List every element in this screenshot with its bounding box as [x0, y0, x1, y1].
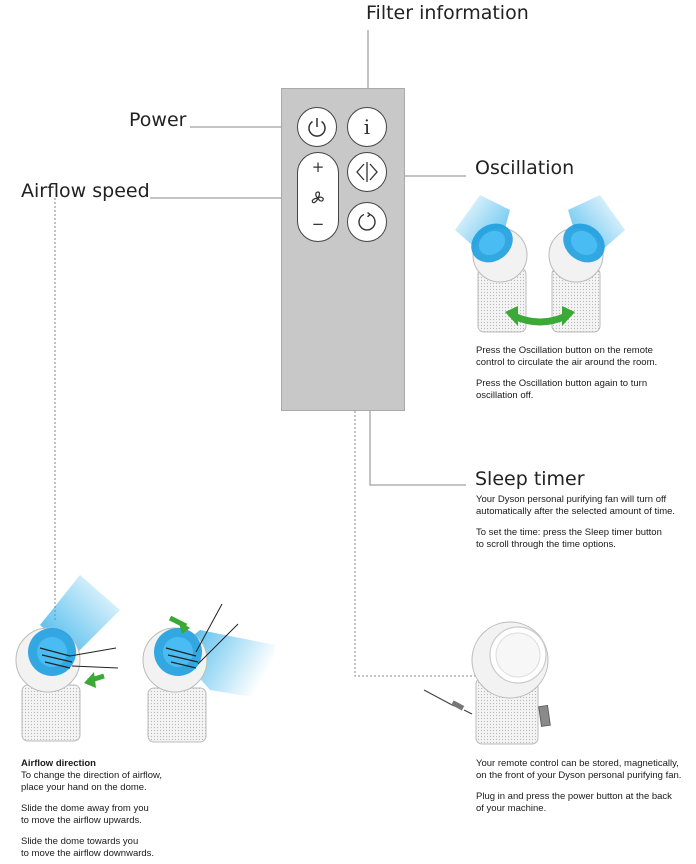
minus-icon: −	[311, 215, 325, 233]
label-airflow-speed: Airflow speed	[21, 180, 150, 202]
info-icon: i	[363, 115, 371, 139]
label-power: Power	[129, 109, 187, 131]
oscillation-description: Press the Oscillation button on the remo…	[476, 345, 658, 401]
remote-control: i + −	[281, 88, 405, 411]
label-oscillation: Oscillation	[475, 157, 575, 179]
filter-information-button[interactable]: i	[347, 107, 387, 147]
oscillation-icon	[356, 162, 378, 182]
oscillation-button[interactable]	[347, 152, 387, 192]
label-sleep-timer: Sleep timer	[475, 468, 585, 490]
sleep-timer-button[interactable]	[347, 202, 387, 242]
power-button[interactable]	[297, 107, 337, 147]
plus-icon: +	[311, 158, 325, 176]
label-filter-information: Filter information	[366, 2, 529, 24]
airflow-speed-button[interactable]: + −	[297, 152, 339, 242]
fan-icon	[311, 191, 324, 204]
power-icon	[308, 118, 326, 137]
sleep-timer-icon	[358, 211, 376, 231]
sleep-timer-description: Your Dyson personal purifying fan will t…	[476, 494, 676, 550]
storage-description: Your remote control can be stored, magne…	[476, 758, 682, 814]
airflow-direction-description: Airflow direction To change the directio…	[21, 758, 163, 859]
airflow-direction-heading: Airflow direction	[21, 758, 96, 769]
